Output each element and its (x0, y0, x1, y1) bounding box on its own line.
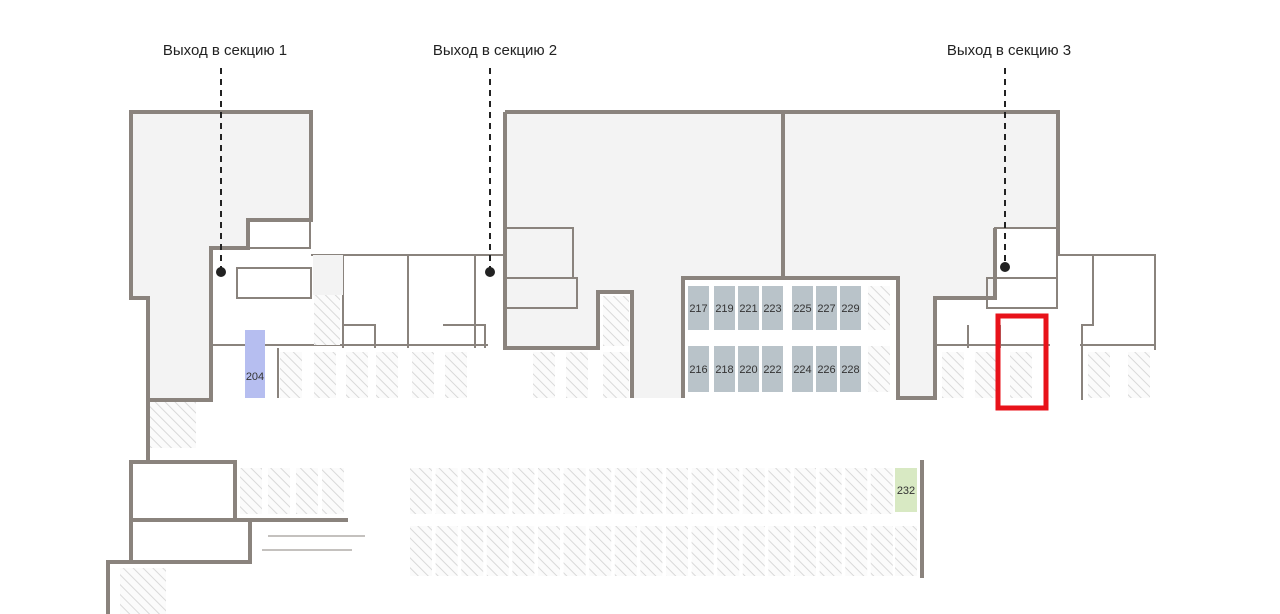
parking-spot-220[interactable] (738, 346, 759, 392)
parking-spot-unavailable (410, 526, 432, 576)
parking-spot-232[interactable] (895, 468, 917, 512)
exit-marker-3 (1000, 262, 1010, 272)
parking-spot-unavailable (614, 468, 637, 514)
stairs-1 (247, 219, 311, 249)
spot-number-216: 216 (689, 364, 707, 376)
parking-spot-unavailable (819, 526, 842, 576)
parking-rows (410, 468, 917, 576)
storage-units (120, 286, 1150, 614)
parking-spot-unavailable (845, 526, 868, 576)
exit-label-3: Выход в секцию 3 (947, 42, 1071, 59)
spot-number-223: 223 (763, 303, 781, 315)
parking-spot-unavailable (589, 526, 612, 576)
exit-marker-1 (216, 267, 226, 277)
exit-3[interactable]: Выход в секцию 3 (947, 42, 1071, 272)
storage-walls-left (213, 254, 505, 398)
parking-spot-unavailable (563, 526, 586, 576)
wall-left (129, 110, 313, 402)
parking-spot-unavailable (717, 526, 740, 576)
parking-spot-unavailable (538, 468, 560, 514)
parking-spot-unavailable (768, 468, 791, 514)
parking-spot-217[interactable] (688, 286, 709, 330)
parking-spot-unavailable (486, 468, 509, 514)
parking-spot-222[interactable] (762, 346, 783, 392)
parking-spot-226[interactable] (816, 346, 837, 392)
parking-spot-unavailable (640, 468, 663, 514)
exit-marker-2 (485, 267, 495, 277)
parking-spot-219[interactable] (714, 286, 735, 330)
parking-spot-unavailable (742, 468, 765, 514)
parking-spot-218[interactable] (714, 346, 735, 392)
spot-number-217: 217 (689, 303, 707, 315)
parking-spot-unavailable (691, 468, 714, 514)
parking-spot-unavailable (512, 468, 535, 514)
parking-spot-unavailable (640, 526, 663, 576)
parking-spot-unavailable (870, 526, 893, 576)
parking-spot-unavailable (666, 526, 688, 576)
parking-spot-unavailable (717, 468, 740, 514)
parking-spot-unavailable (461, 526, 484, 576)
exit-2[interactable]: Выход в секцию 2 (433, 42, 557, 277)
parking-spot-221[interactable] (738, 286, 759, 330)
exit-label-1: Выход в секцию 1 (163, 42, 287, 59)
parking-spot-unavailable (614, 526, 637, 576)
parking-spot-unavailable (666, 468, 688, 514)
parking-spot-unavailable (742, 526, 765, 576)
spot-number-227: 227 (817, 303, 835, 315)
parking-spot-unavailable (819, 468, 842, 514)
wc-block-2 (504, 277, 578, 309)
spot-number-219: 219 (715, 303, 733, 315)
spot-number-221: 221 (739, 303, 757, 315)
parking-spot-unavailable (435, 526, 458, 576)
parking-spot-unavailable (794, 526, 816, 576)
parking-spot-unavailable (461, 468, 484, 514)
parking-spot-unavailable (870, 468, 893, 514)
parking-spot-unavailable (895, 526, 917, 576)
spot-number-232: 232 (897, 485, 915, 497)
parking-spot-224[interactable] (792, 346, 813, 392)
wall-lower (106, 400, 924, 614)
wc-block-3 (986, 277, 1058, 309)
exit-label-2: Выход в секцию 2 (433, 42, 557, 59)
spot-number-220: 220 (739, 364, 757, 376)
spot-number-222: 222 (763, 364, 781, 376)
parking-spot-unavailable (410, 468, 432, 514)
parking-spot-223[interactable] (762, 286, 783, 330)
parking-spot-216[interactable] (688, 346, 709, 392)
parking-spot-unavailable (486, 526, 509, 576)
spot-number-204: 204 (246, 371, 264, 383)
parking-spot-unavailable (691, 526, 714, 576)
parking-spot-unavailable (794, 468, 816, 514)
parking-spot-227[interactable] (816, 286, 837, 330)
parking-spots: 217 219 221 223 225 227 229 216 218 220 222 224 226 2… (688, 286, 861, 392)
parking-spot-unavailable (538, 526, 560, 576)
spot-number-226: 226 (817, 364, 835, 376)
spot-number-224: 224 (793, 364, 811, 376)
exit-1[interactable]: Выход в секцию 1 (163, 42, 287, 277)
selected-storage-frame[interactable] (995, 313, 1049, 411)
parking-spot-unavailable (589, 468, 612, 514)
spot-number-229: 229 (841, 303, 859, 315)
parking-spot-unavailable (435, 468, 458, 514)
parking-spot-unavailable (563, 468, 586, 514)
parking-spot-225[interactable] (792, 286, 813, 330)
parking-spot-unavailable (768, 526, 791, 576)
parking-spot-unavailable (512, 526, 535, 576)
spot-number-225: 225 (793, 303, 811, 315)
parking-spot-229[interactable] (840, 286, 861, 330)
spot-number-228: 228 (841, 364, 859, 376)
service-room (313, 255, 343, 295)
parking-spot-unavailable (845, 468, 868, 514)
parking-spot-228[interactable] (840, 346, 861, 392)
wc-block-1 (236, 267, 312, 299)
room-left (131, 112, 311, 400)
spot-number-218: 218 (715, 364, 733, 376)
parking-spot-204[interactable] (245, 330, 265, 398)
